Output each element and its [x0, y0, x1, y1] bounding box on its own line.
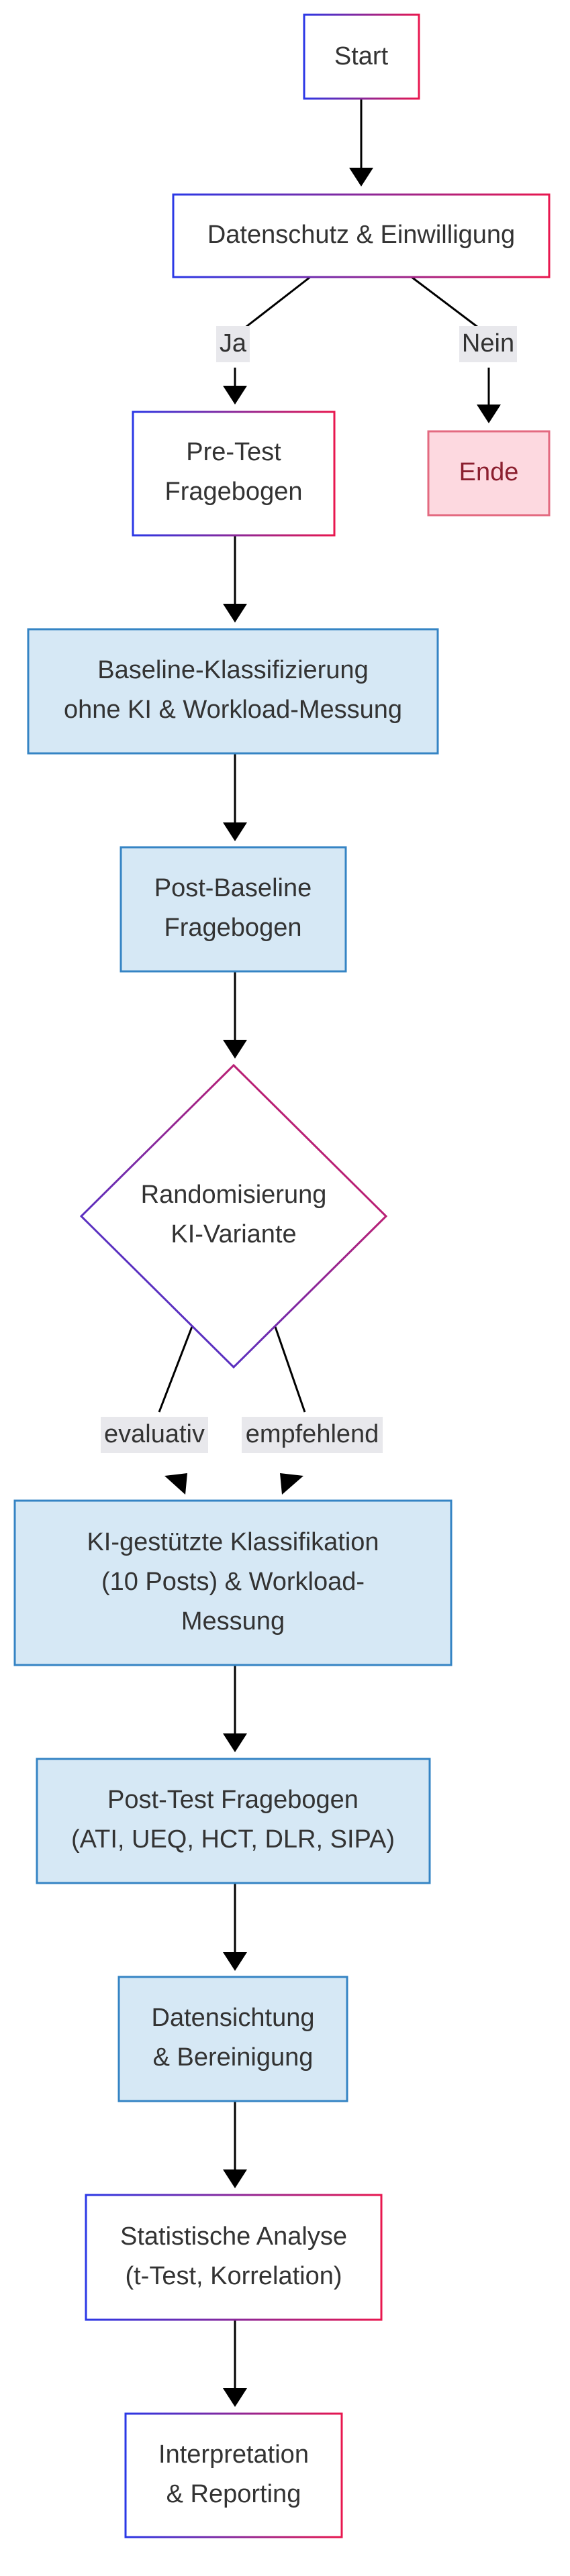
postbaseline-label-line-1: Post-Baseline — [154, 874, 312, 902]
randomization-label-line-1: Randomisierung — [141, 1181, 327, 1209]
pretest-node: Pre-Test Fragebogen — [132, 411, 336, 537]
arrowhead — [223, 822, 247, 841]
randomization-decision: Randomisierung KI-Variante — [79, 1063, 388, 1369]
edge-randomization-recommending — [273, 1324, 306, 1413]
posttest-box — [36, 1758, 431, 1884]
datareview-label-line-2: & Bereinigung — [153, 2043, 314, 2072]
edge-label-recommending: empfehlend — [242, 1417, 383, 1453]
start-node: Start — [303, 13, 420, 100]
baseline-box — [27, 628, 439, 755]
ai-classification-label-line-2: (10 Posts) & Workload- — [101, 1568, 365, 1596]
analysis-node: Statistische Analyse (t-Test, Korrelatio… — [85, 2194, 383, 2321]
postbaseline-node: Post-Baseline Fragebogen — [120, 846, 347, 973]
analysis-label-line-1: Statistische Analyse — [120, 2222, 347, 2251]
baseline-node: Baseline-Klassifizierung ohne KI & Workl… — [27, 628, 439, 755]
end-box — [427, 430, 551, 517]
datareview-label-line-1: Datensichtung — [152, 2004, 315, 2032]
arrowhead — [223, 1040, 247, 1059]
arrowhead — [223, 2388, 247, 2407]
posttest-label-line-1: Post-Test Fragebogen — [107, 1786, 359, 1814]
posttest-node: Post-Test Fragebogen (ATI, UEQ, HCT, DLR… — [36, 1758, 431, 1884]
start-label: Start — [334, 42, 389, 70]
interpretation-node: Interpretation & Reporting — [124, 2412, 343, 2538]
arrowhead — [164, 1473, 187, 1495]
arrowhead — [349, 168, 373, 186]
edge-label-evaluative: evaluativ — [101, 1417, 208, 1453]
decision-diamond — [79, 1063, 388, 1369]
arrowhead — [223, 2169, 247, 2188]
pretest-label-line-2: Fragebogen — [165, 478, 303, 506]
arrowhead — [223, 386, 247, 405]
arrowhead — [223, 604, 247, 623]
pretest-label-line-1: Pre-Test — [186, 438, 281, 466]
interpretation-label-line-1: Interpretation — [158, 2440, 309, 2469]
edge-label-background — [242, 1417, 383, 1453]
randomization-label-line-2: KI-Variante — [171, 1220, 296, 1248]
analysis-label-line-2: (t-Test, Korrelation) — [125, 2262, 342, 2290]
edge-consent-to-end — [411, 276, 489, 337]
edge-label-background — [101, 1417, 208, 1453]
interpretation-box — [124, 2412, 343, 2538]
baseline-label-line-1: Baseline-Klassifizierung — [97, 656, 368, 684]
arrowhead — [477, 405, 501, 423]
edge-label-no: Nein — [459, 326, 517, 362]
edge-randomization-evaluative — [158, 1324, 194, 1413]
interpretation-label-line-2: & Reporting — [167, 2480, 301, 2508]
postbaseline-label-line-2: Fragebogen — [164, 914, 302, 942]
posttest-label-line-2: (ATI, UEQ, HCT, DLR, SIPA) — [71, 1825, 395, 1854]
arrowhead — [280, 1473, 303, 1495]
edge-label-yes: Ja — [216, 326, 250, 362]
edge-label-background — [216, 326, 250, 362]
consent-node: Datenschutz & Einwilligung — [172, 193, 551, 278]
datareview-node: Datensichtung & Bereinigung — [117, 1976, 348, 2102]
start-box — [303, 13, 420, 100]
baseline-label-line-2: ohne KI & Workload-Messung — [64, 696, 402, 724]
consent-label: Datenschutz & Einwilligung — [207, 221, 515, 249]
analysis-box — [85, 2194, 383, 2321]
edge-label-text: Nein — [462, 329, 514, 358]
datareview-box — [117, 1976, 348, 2102]
ai-classification-node: KI-gestützte Klassifikation (10 Posts) &… — [13, 1499, 453, 1666]
ai-classification-label-line-1: KI-gestützte Klassifikation — [87, 1528, 379, 1556]
ai-classification-box — [13, 1499, 453, 1666]
edge-label-text: Ja — [220, 329, 247, 358]
edge-consent-to-pretest — [234, 276, 311, 337]
arrowhead — [223, 1952, 247, 1971]
end-node: Ende — [427, 430, 551, 517]
edges — [158, 99, 501, 2407]
end-label: Ende — [459, 458, 519, 486]
postbaseline-box — [120, 846, 347, 973]
pretest-box — [132, 411, 336, 537]
edge-label-text: empfehlend — [246, 1420, 379, 1448]
arrowhead — [223, 1733, 247, 1752]
consent-box — [172, 193, 551, 278]
edge-label-background — [459, 326, 517, 362]
edge-label-text: evaluativ — [104, 1420, 205, 1448]
ai-classification-label-line-3: Messung — [181, 1607, 285, 1635]
